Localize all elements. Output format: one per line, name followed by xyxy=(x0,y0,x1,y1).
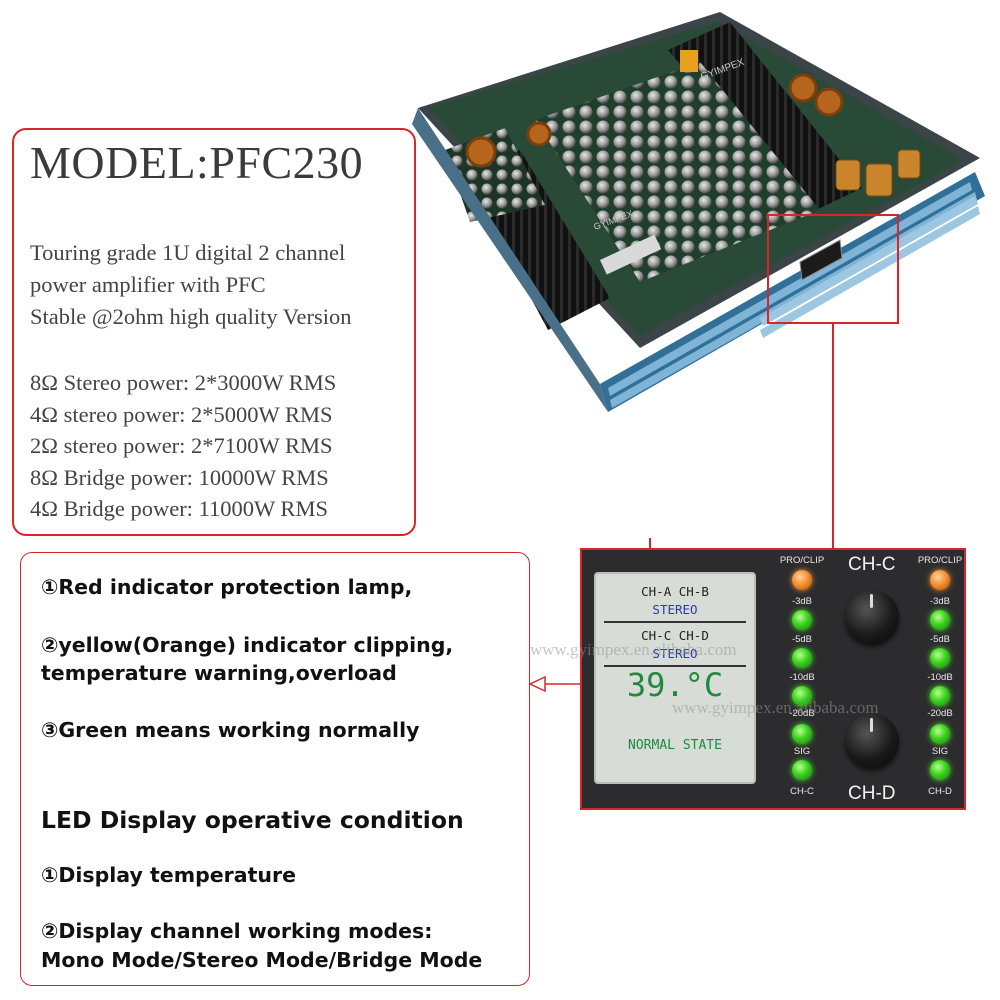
led-label: -10dB xyxy=(927,672,953,683)
power-specs: 8Ω Stereo power: 2*3000W RMS 4Ω stereo p… xyxy=(30,367,336,525)
spec-line: 8Ω Stereo power: 2*3000W RMS xyxy=(30,370,337,395)
lcd-divider xyxy=(604,621,746,623)
lcd-row1-mode: STEREO xyxy=(652,602,698,617)
spec-line: 2Ω stereo power: 2*7100W RMS xyxy=(30,433,333,458)
led-green xyxy=(792,760,812,780)
gain-knob-ch-c[interactable] xyxy=(845,590,899,644)
gain-knob-ch-d[interactable] xyxy=(845,714,899,768)
watermark: www.gyimpex.en.alibaba.com xyxy=(672,698,879,717)
led-clip-orange xyxy=(930,570,950,590)
led-label: PRO/CLIP xyxy=(779,555,825,566)
led-green xyxy=(792,724,812,744)
amplifier-photo: GYIMPEX GYIMPEX xyxy=(412,12,985,412)
description-line: Touring grade 1U digital 2 channel xyxy=(30,240,346,265)
led-label: -10dB xyxy=(789,672,815,683)
channel-label-top: CH-C xyxy=(848,554,896,575)
description-line: Stable @2ohm high quality Version xyxy=(30,304,352,329)
indicator-green-text: ③Green means working normally xyxy=(41,718,420,742)
lcd-temperature: 39.°C xyxy=(626,666,724,704)
display-modes-list: Mono Mode/Stereo Mode/Bridge Mode xyxy=(41,948,483,972)
lcd-state: NORMAL STATE xyxy=(628,738,722,753)
led-label: CH-D xyxy=(928,786,952,797)
led-green xyxy=(930,724,950,744)
spec-line: 4Ω stereo power: 2*5000W RMS xyxy=(30,401,333,427)
led-green xyxy=(792,686,812,706)
led-label: SIG xyxy=(793,746,811,757)
heatsink-right xyxy=(668,22,862,214)
led-green xyxy=(930,760,950,780)
indicator-red-text: ①Red indicator protection lamp, xyxy=(41,575,413,599)
channel-label-bottom: CH-D xyxy=(848,783,896,804)
spec-line: 8Ω Bridge power: 10000W RMS xyxy=(30,464,329,490)
spec-line: 4Ω Bridge power: 11000W RMS xyxy=(30,496,328,521)
indicator-orange-text-cont: temperature warning,overload xyxy=(41,661,397,685)
led-label: PRO/CLIP xyxy=(917,555,963,566)
led-label: -20dB xyxy=(789,708,815,719)
arrow-left-icon xyxy=(528,675,546,693)
led-label: -5dB xyxy=(929,634,951,645)
led-green xyxy=(792,610,812,630)
led-label: -3dB xyxy=(791,596,813,607)
led-label: CH-C xyxy=(790,786,814,797)
lcd-row2-mode: STEREO xyxy=(652,646,698,661)
lcd-row2-channels: CH-C CH-D xyxy=(641,628,709,643)
lcd-row1-channels: CH-A CH-B xyxy=(641,584,709,599)
led-label: SIG xyxy=(931,746,949,757)
coil xyxy=(465,136,497,168)
watermark: www.gyimpex.en.alibaba.com xyxy=(530,640,737,659)
lcd-divider xyxy=(604,665,746,667)
description-line: power amplifier with PFC xyxy=(30,272,266,297)
led-green xyxy=(930,686,950,706)
model-title: MODEL:PFC230 xyxy=(30,137,364,188)
display-heading: LED Display operative condition xyxy=(41,806,464,834)
led-green xyxy=(930,648,950,668)
front-panel-closeup: CH-A CH-B STEREO CH-C CH-D STEREO 39.°C … xyxy=(580,548,966,810)
led-label: -20dB xyxy=(927,708,953,719)
led-label: -3dB xyxy=(929,596,951,607)
led-label: -5dB xyxy=(791,634,813,645)
capacitor-bank xyxy=(535,62,820,282)
display-temperature-text: ①Display temperature xyxy=(41,863,296,887)
led-green xyxy=(792,648,812,668)
display-modes-text: ②Display channel working modes: xyxy=(41,919,433,943)
lcd-display: CH-A CH-B STEREO CH-C CH-D STEREO 39.°C … xyxy=(594,572,756,784)
indicator-orange-text: ②yellow(Orange) indicator clipping, xyxy=(41,633,454,657)
model-spec-box: MODEL:PFC230 Touring grade 1U digital 2 … xyxy=(12,128,416,536)
led-green xyxy=(930,610,950,630)
indicator-callout-box: ①Red indicator protection lamp, ②yellow(… xyxy=(20,552,530,986)
model-description: Touring grade 1U digital 2 channel power… xyxy=(30,237,352,333)
led-clip-orange xyxy=(792,570,812,590)
